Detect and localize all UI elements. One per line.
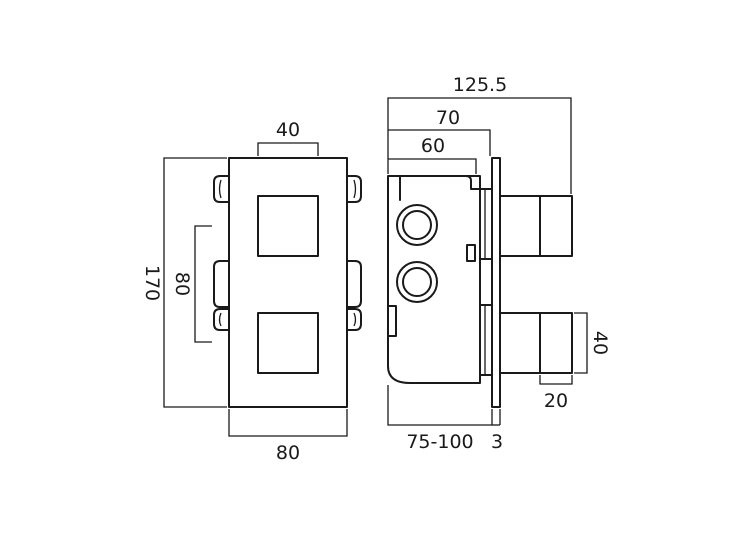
side-plate-thickness-label: 3 (491, 431, 503, 453)
upper-outlet-outer (396, 204, 438, 246)
valve-body (387, 175, 481, 384)
upper-outlet-inner (402, 210, 432, 240)
lower-knob (499, 312, 573, 374)
knob-height-label: 40 (589, 331, 611, 355)
bottom-square-control (257, 312, 319, 374)
side-plate (491, 157, 501, 408)
lower-outlet-outer (396, 261, 438, 303)
side-view (387, 157, 573, 408)
lower-sleeve (479, 304, 493, 376)
lower-outlet-inner (402, 267, 432, 297)
side-body-label: 60 (421, 135, 445, 157)
upper-knob (499, 195, 573, 257)
side-depth-label: 75-100 (406, 431, 473, 453)
front-height-label: 170 (141, 265, 163, 301)
upper-sleeve (479, 188, 493, 260)
knob-length-label: 20 (544, 390, 568, 412)
middle-tab (466, 244, 476, 262)
face-plate (228, 157, 348, 408)
lower-tab (387, 305, 397, 337)
right-brackets (346, 175, 362, 331)
front-top-width-label: 40 (276, 119, 300, 141)
side-dimensions: 125.5 70 60 75-100 3 20 40 (387, 74, 611, 453)
front-spacing-label: 80 (171, 272, 193, 296)
front-view (213, 157, 362, 408)
front-dimensions: 40 80 170 80 (141, 119, 348, 464)
front-bottom-width-label: 80 (276, 442, 300, 464)
top-pipe (394, 175, 481, 190)
side-plate-label: 70 (436, 107, 460, 129)
side-overall-label: 125.5 (453, 74, 507, 96)
top-square-control (257, 195, 319, 257)
left-brackets (213, 175, 230, 331)
